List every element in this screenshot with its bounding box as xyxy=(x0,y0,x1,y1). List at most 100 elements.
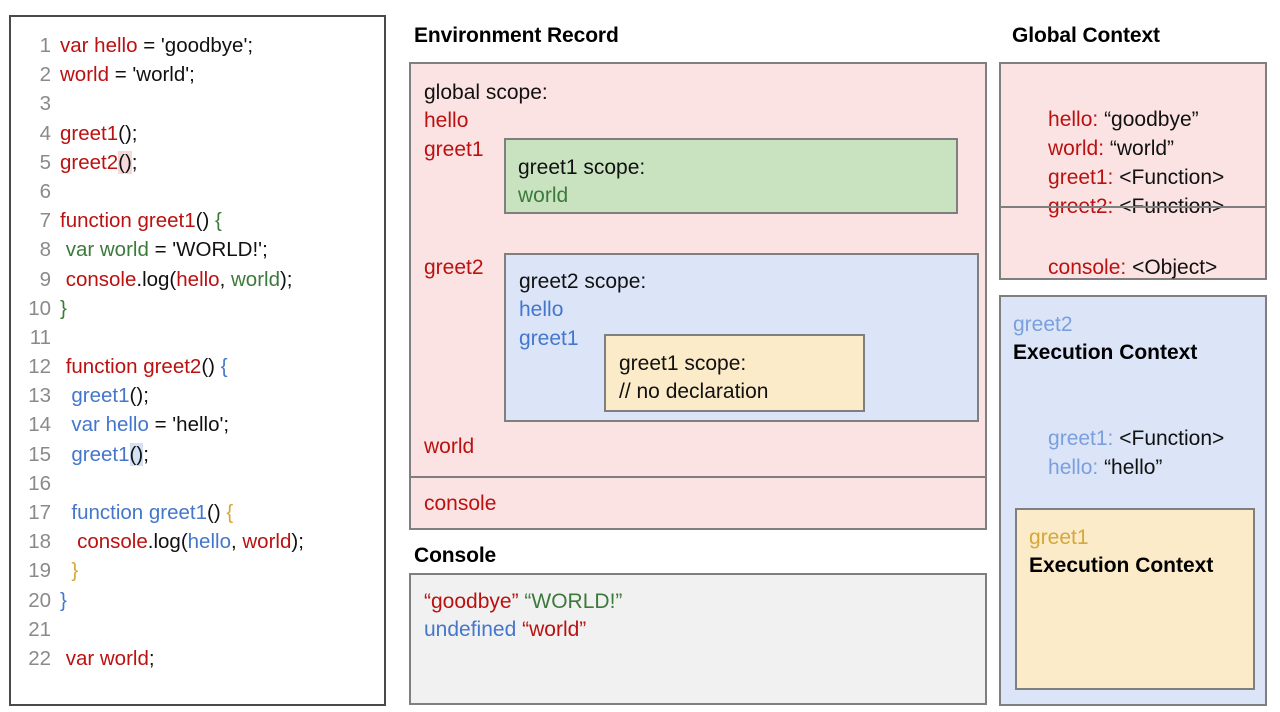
code-line-number: 11 xyxy=(29,325,51,349)
greet1-inner-scope-note: // no declaration xyxy=(619,380,769,403)
code-token: ; xyxy=(148,646,155,670)
global-binding-greet1: greet1 xyxy=(424,138,484,161)
code-line: 17 function greet1() { xyxy=(11,498,384,527)
code-line: 9 console.log(hello, world); xyxy=(11,265,384,294)
code-line-text: greet1(); xyxy=(60,384,149,407)
code-token: () xyxy=(195,209,215,233)
code-token: var world xyxy=(65,238,149,262)
code-line: 8 var world = 'WORLD!'; xyxy=(11,235,384,264)
code-token: var world xyxy=(65,646,149,670)
code-token: var hello xyxy=(71,413,149,437)
code-line-number: 15 xyxy=(28,442,51,466)
code-line-number: 8 xyxy=(39,238,51,262)
code-line: 12 function greet2() { xyxy=(11,352,384,381)
greet1-execution-context-title: Execution Context xyxy=(1029,554,1214,577)
code-line: 14 var hello = 'hello'; xyxy=(11,410,384,439)
code-token: function greet2 xyxy=(65,355,202,379)
code-line: 13 greet1(); xyxy=(11,381,384,410)
code-token: { xyxy=(226,501,234,524)
code-token xyxy=(60,413,71,436)
greet1-scope-binding-world: world xyxy=(518,184,569,207)
code-token: = 'WORLD!'; xyxy=(148,238,268,262)
global-context-value: <Function> xyxy=(1119,166,1225,189)
execution-context-key: greet1: xyxy=(1048,427,1120,450)
code-token: greet1 xyxy=(71,384,130,408)
code-token xyxy=(60,530,77,553)
greet2-execution-context-name: greet2 xyxy=(1013,313,1073,336)
greet2-scope-binding-hello: hello xyxy=(519,298,564,321)
code-token: ; xyxy=(143,442,149,466)
code-token xyxy=(60,559,71,582)
code-line-number: 6 xyxy=(39,179,51,203)
code-line-text: function greet1() { xyxy=(60,209,222,232)
greet2-scope-binding-greet1: greet1 xyxy=(519,327,579,350)
code-token: = 'hello'; xyxy=(148,413,230,437)
code-line-number: 14 xyxy=(28,413,51,437)
code-line-text: console.log(hello, world); xyxy=(60,268,293,291)
code-line-number: 4 xyxy=(39,121,51,145)
code-token: } xyxy=(60,296,67,320)
code-token: “WORLD!” xyxy=(524,590,623,613)
greet1-scope-box: greet1 scope: world xyxy=(504,138,958,214)
global-context-row: hello: “goodbye” xyxy=(1013,78,1199,162)
code-line-number: 12 xyxy=(28,355,51,379)
code-token: } xyxy=(71,559,79,583)
code-token: 'goodbye'; xyxy=(160,34,254,57)
code-token: hello xyxy=(176,267,220,291)
code-token: (); xyxy=(129,384,149,408)
code-line-text: var world = 'WORLD!'; xyxy=(60,238,268,261)
code-line-number: 16 xyxy=(28,471,51,495)
console-panel: “goodbye” “WORLD!” undefined “world” xyxy=(409,573,987,705)
greet2-execution-context-panel: greet2 Execution Context greet1: <Functi… xyxy=(999,295,1267,706)
code-line-number: 17 xyxy=(28,501,51,524)
environment-record-title: Environment Record xyxy=(414,24,619,47)
code-line-text: } xyxy=(60,589,67,612)
global-context-row: greet1: <Function> xyxy=(1013,136,1224,220)
code-line: 19 } xyxy=(11,556,384,585)
greet1-scope-label: greet1 scope: xyxy=(518,156,646,179)
code-token: , xyxy=(219,267,231,291)
greet1-execution-context-name: greet1 xyxy=(1029,526,1089,549)
code-token: () xyxy=(201,355,221,379)
global-context-value: “goodbye” xyxy=(1104,108,1199,131)
code-token: = 'world'; xyxy=(109,63,195,87)
code-token: “world” xyxy=(522,618,587,641)
global-context-key: console: xyxy=(1048,256,1133,279)
code-line-number: 3 xyxy=(39,92,51,116)
execution-context-key: hello: xyxy=(1048,456,1105,479)
code-line-number: 13 xyxy=(28,384,51,408)
code-line-number: 1 xyxy=(39,34,51,57)
code-token: greet1 xyxy=(60,121,119,145)
code-line-number: 19 xyxy=(28,559,51,583)
code-token: .log( xyxy=(147,530,188,554)
code-line: 11 xyxy=(11,323,384,352)
global-binding-greet2: greet2 xyxy=(424,256,484,279)
execution-context-value: “hello” xyxy=(1104,456,1163,479)
code-token: = xyxy=(137,34,161,57)
code-token: ; xyxy=(131,150,138,174)
code-token: ); xyxy=(279,267,293,291)
code-token xyxy=(60,501,71,524)
code-line-text: console.log(hello, world); xyxy=(60,530,304,553)
code-line-text: world = 'world'; xyxy=(60,63,195,86)
global-context-key: hello: xyxy=(1048,108,1105,131)
environment-record-panel: global scope: hello greet1 greet2 world … xyxy=(409,62,987,530)
code-token: (); xyxy=(118,121,138,145)
code-token: console xyxy=(77,530,148,554)
greet1-inner-scope-box: greet1 scope: // no declaration xyxy=(604,334,865,412)
code-line-text: greet1(); xyxy=(60,442,149,466)
code-token: “goodbye” xyxy=(424,590,519,613)
code-line-number: 20 xyxy=(28,588,51,612)
global-context-title: Global Context xyxy=(1012,24,1160,47)
code-token: undefined xyxy=(424,618,517,641)
code-line: 6 xyxy=(11,177,384,206)
greet2-execution-context-row: hello: “hello” xyxy=(1013,426,1162,510)
code-token: () xyxy=(118,150,132,174)
code-token: , xyxy=(230,530,243,554)
code-line-text: function greet2() { xyxy=(60,355,228,378)
